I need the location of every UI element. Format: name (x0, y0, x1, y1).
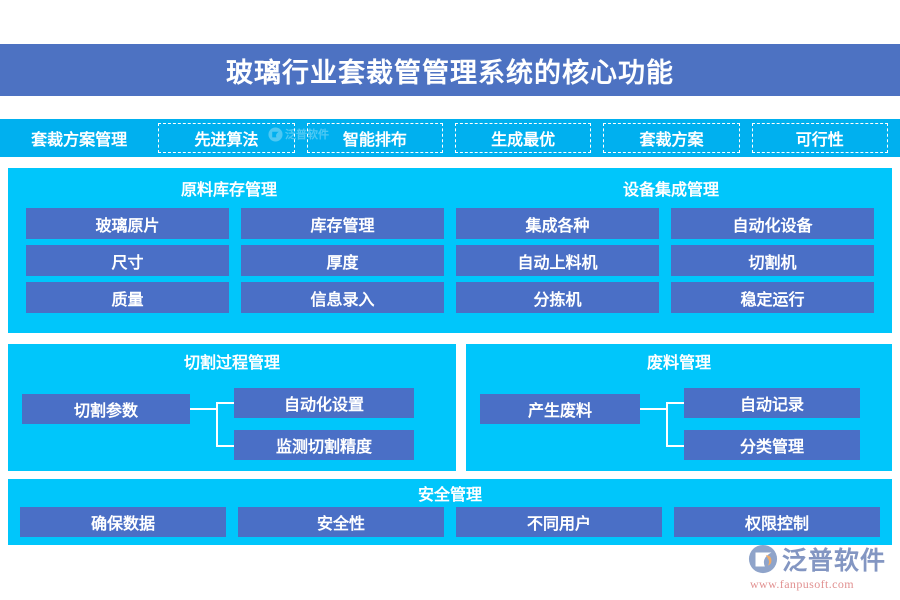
tag-strip: 套裁方案管理 先进算法 智能排布 生成最优 套裁方案 可行性 (0, 119, 900, 157)
section-safety-management: 安全管理 确保数据 安全性 不同用户 权限控制 (8, 479, 892, 545)
section-waste-management: 废料管理 产生废料 自动记录 分类管理 (466, 344, 892, 471)
waste-management-tree: 产生废料 自动记录 分类管理 (466, 378, 892, 471)
fanpu-logo-name: 泛普软件 (781, 547, 886, 575)
chip-permission-control[interactable]: 权限控制 (674, 507, 880, 537)
safety-chip-grid: 确保数据 安全性 不同用户 权限控制 (8, 507, 892, 545)
chip-inventory-management[interactable]: 库存管理 (241, 208, 444, 239)
heading-raw-material-inventory: 原料库存管理 (180, 182, 277, 199)
chip-info-entry[interactable]: 信息录入 (241, 282, 444, 313)
chip-stable-operation[interactable]: 稳定运行 (671, 282, 874, 313)
tag-generate-optimal[interactable]: 生成最优 (454, 123, 592, 153)
chip-different-users[interactable]: 不同用户 (456, 507, 662, 537)
chip-monitor-cutting-precision[interactable]: 监测切割精度 (234, 430, 414, 460)
chip-auto-record[interactable]: 自动记录 (684, 388, 860, 418)
connector-waste-branch-top (666, 402, 686, 404)
chip-automation-equipment[interactable]: 自动化设备 (671, 208, 874, 239)
heading-waste-management: 废料管理 (646, 355, 711, 372)
chip-cutting-machine[interactable]: 切割机 (671, 245, 874, 276)
connector-cutting-branch-top (216, 402, 236, 404)
chip-generate-waste[interactable]: 产生废料 (480, 394, 640, 424)
connector-cutting-branch-bottom (216, 445, 236, 447)
tag-scheme-management[interactable]: 套裁方案管理 (31, 132, 128, 149)
connector-waste-branch-bottom (666, 445, 686, 447)
fanpu-logo-row: 泛普软件 (748, 541, 886, 577)
chip-sorter[interactable]: 分拣机 (456, 282, 659, 313)
tag-advanced-algorithm[interactable]: 先进算法 (158, 123, 295, 153)
chip-security[interactable]: 安全性 (238, 507, 444, 537)
heading-equipment-integration: 设备集成管理 (622, 182, 719, 199)
fanpu-logo-icon (748, 544, 778, 574)
chip-classification-management[interactable]: 分类管理 (684, 430, 860, 460)
chip-ensure-data[interactable]: 确保数据 (20, 507, 226, 537)
section-inventory-equipment: 原料库存管理 设备集成管理 玻璃原片 库存管理 集成各种 自动化设备 尺寸 厚度… (8, 168, 892, 333)
section-cutting-process: 切割过程管理 切割参数 自动化设置 监测切割精度 (8, 344, 456, 471)
heading-cutting-process: 切割过程管理 (183, 355, 280, 372)
connector-cutting-stem (190, 408, 218, 410)
fanpu-logo: 泛普软件 www.fanpusoft.com (748, 541, 886, 592)
heading-safety-management: 安全管理 (417, 487, 482, 504)
chip-size[interactable]: 尺寸 (26, 245, 229, 276)
chip-quality[interactable]: 质量 (26, 282, 229, 313)
tag-cutting-scheme[interactable]: 套裁方案 (603, 123, 740, 153)
inventory-equipment-chip-grid: 玻璃原片 库存管理 集成各种 自动化设备 尺寸 厚度 自动上料机 切割机 质量 … (8, 208, 892, 323)
connector-waste-stem (640, 408, 668, 410)
page-title: 玻璃行业套裁管管理系统的核心功能 (226, 57, 674, 88)
chip-automation-setup[interactable]: 自动化设置 (234, 388, 414, 418)
fanpu-logo-url: www.fanpusoft.com (749, 577, 854, 591)
title-banner: 玻璃行业套裁管管理系统的核心功能 (0, 44, 900, 96)
chip-cutting-parameters[interactable]: 切割参数 (22, 394, 190, 424)
connector-waste-spine (666, 403, 668, 447)
chip-auto-loader[interactable]: 自动上料机 (456, 245, 659, 276)
tag-smart-layout[interactable]: 智能排布 (306, 123, 443, 153)
cutting-process-tree: 切割参数 自动化设置 监测切割精度 (8, 378, 456, 471)
tag-feasibility[interactable]: 可行性 (751, 123, 888, 153)
section-inventory-equipment-headings: 原料库存管理 设备集成管理 (8, 168, 892, 208)
chip-glass-raw-sheet[interactable]: 玻璃原片 (26, 208, 229, 239)
chip-thickness[interactable]: 厚度 (241, 245, 444, 276)
connector-cutting-spine (216, 403, 218, 447)
chip-integrate-various[interactable]: 集成各种 (456, 208, 659, 239)
